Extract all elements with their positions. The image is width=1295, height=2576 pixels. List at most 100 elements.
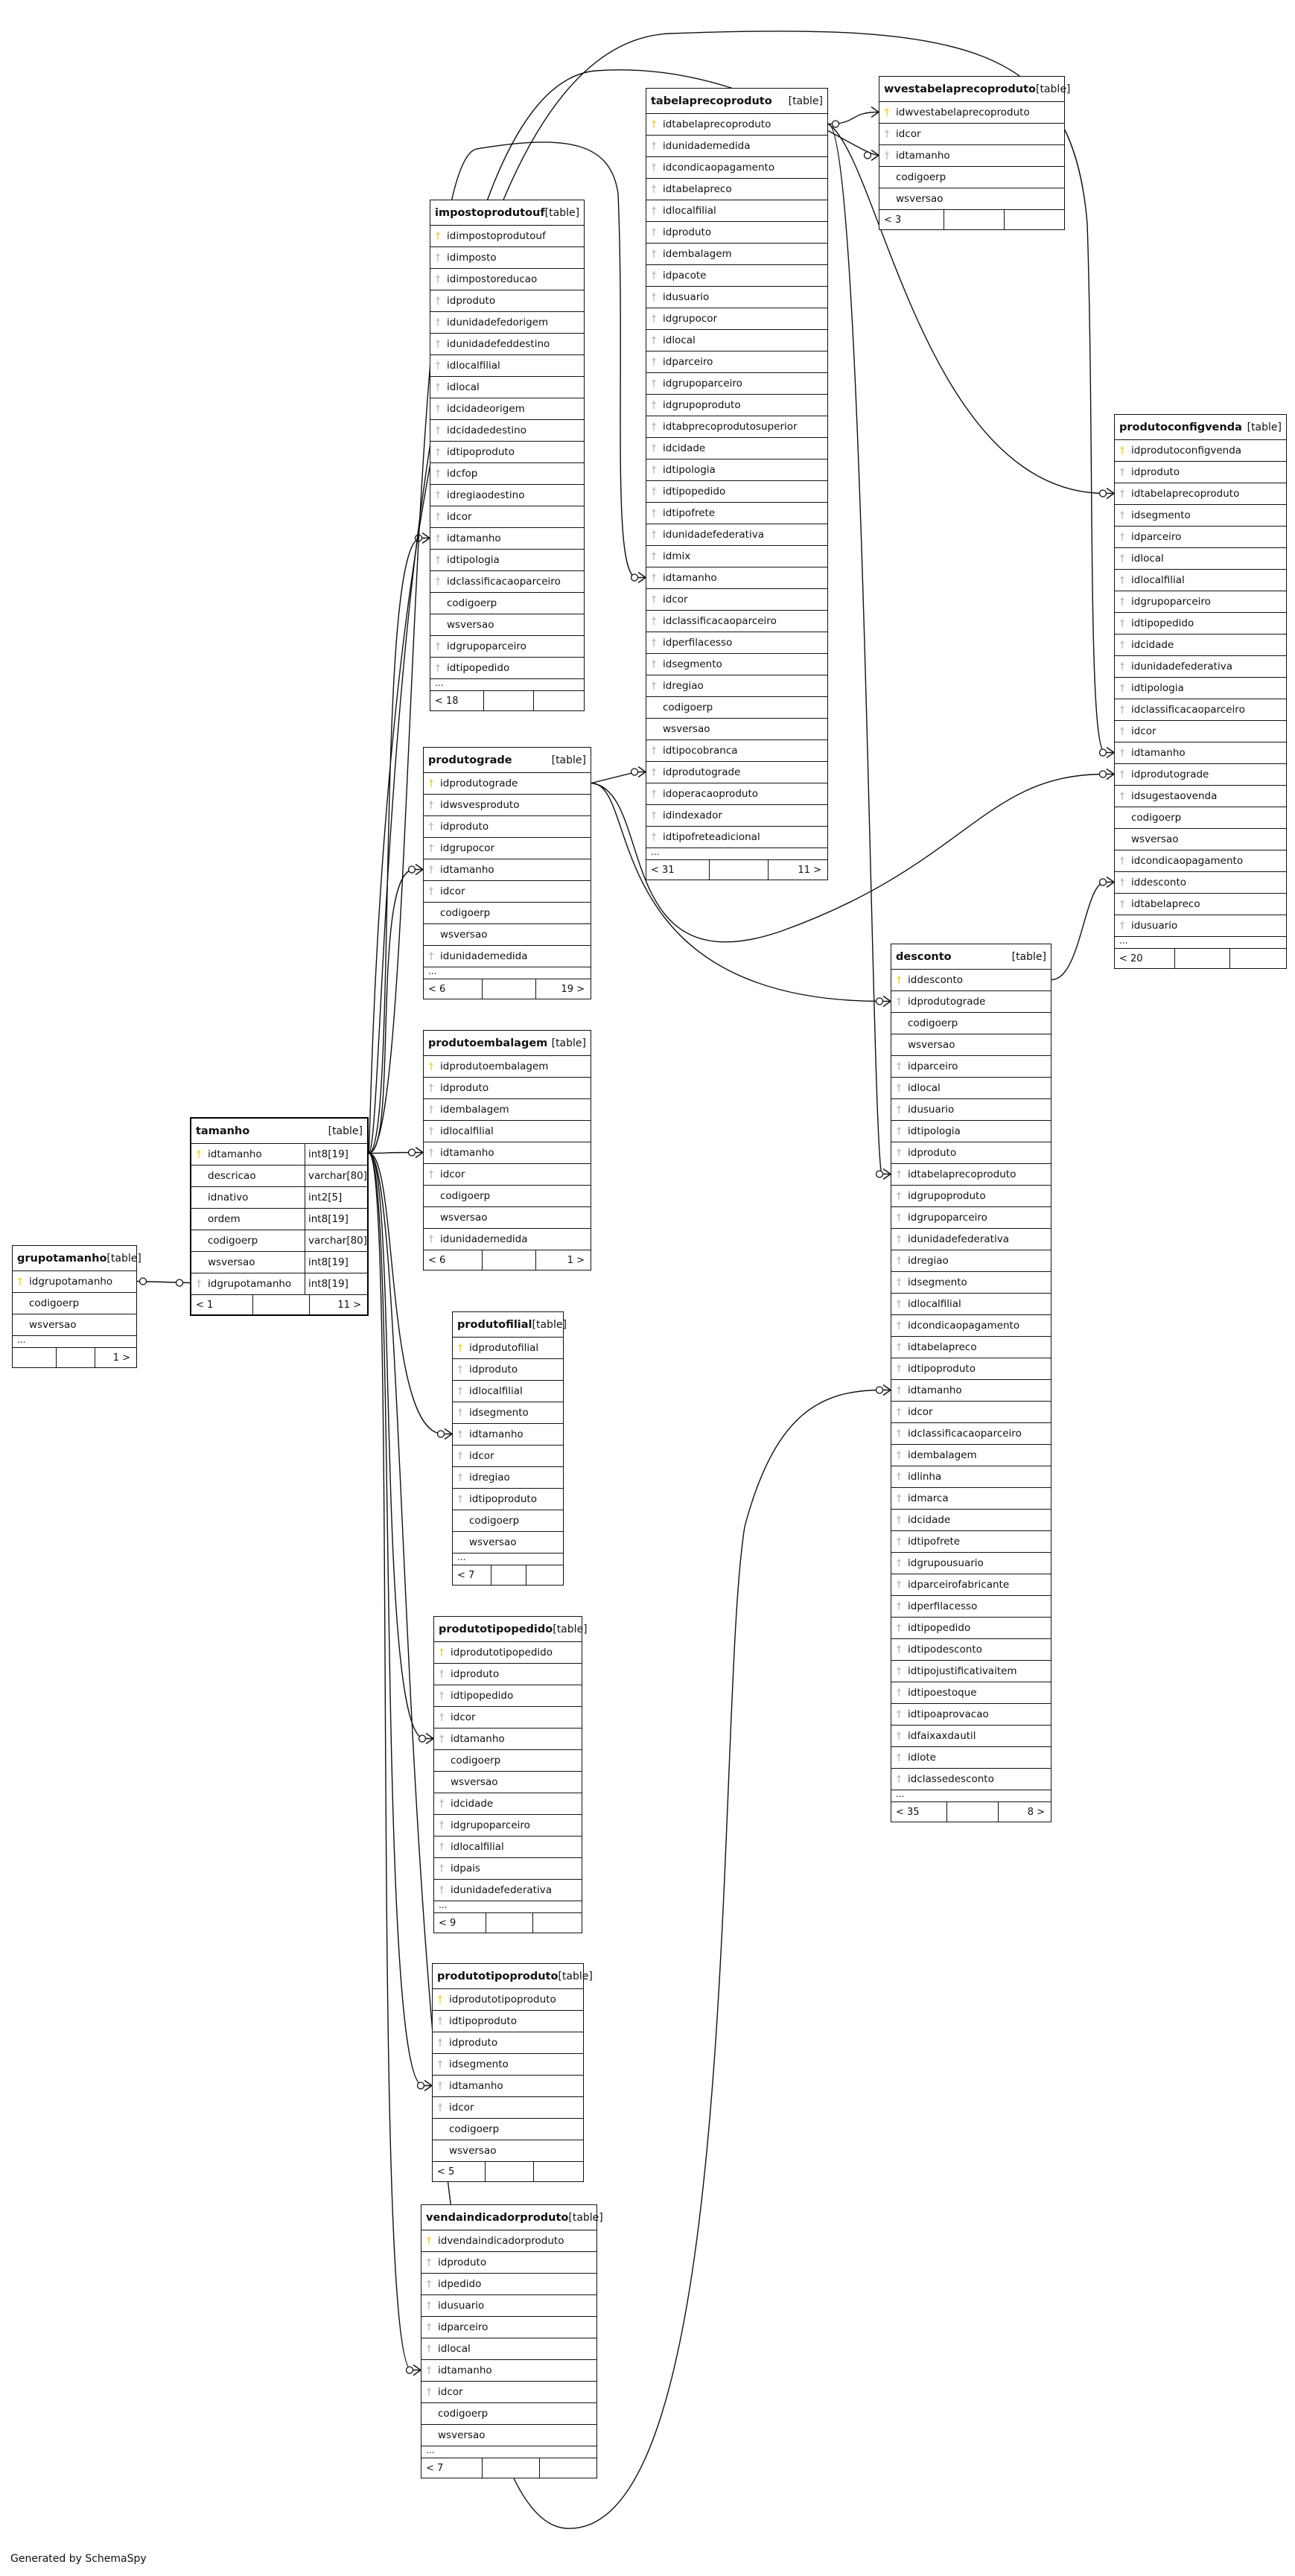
column-row[interactable]: †idusuario bbox=[421, 2295, 596, 2317]
table-name[interactable]: produtoconfigvenda bbox=[1119, 421, 1242, 433]
column-row[interactable]: †idtipoproduto bbox=[430, 442, 584, 463]
column-row[interactable]: †idtabelaprecoproduto bbox=[1115, 483, 1286, 505]
column-row[interactable]: †idlocalfilial bbox=[1115, 570, 1286, 591]
column-row[interactable]: †idtamanho bbox=[646, 567, 827, 589]
parents-count[interactable]: < 35 bbox=[896, 1806, 920, 1818]
column-row[interactable]: †idtabelaprecoproduto bbox=[891, 1164, 1051, 1186]
column-row[interactable]: †idfaixaxdautil bbox=[891, 1726, 1051, 1747]
column-row[interactable]: †idproduto bbox=[424, 1078, 591, 1099]
column-row[interactable]: wsversao bbox=[13, 1314, 136, 1336]
children-count[interactable] bbox=[534, 2162, 583, 2181]
column-row[interactable]: †idlocalfilial bbox=[646, 200, 827, 222]
column-row[interactable]: †idparceiro bbox=[421, 2317, 596, 2338]
table-name[interactable]: produtotipoproduto bbox=[437, 1970, 559, 1982]
column-row[interactable]: codigoerp bbox=[430, 593, 584, 614]
column-row[interactable]: codigoerp bbox=[424, 903, 591, 924]
children-count[interactable] bbox=[1230, 949, 1286, 968]
column-row[interactable]: †idcidade bbox=[891, 1510, 1051, 1531]
column-row[interactable]: †idtabelapreco bbox=[646, 179, 827, 200]
column-row[interactable]: †idcor bbox=[646, 589, 827, 611]
column-row[interactable]: †idclassificacaoparceiro bbox=[646, 611, 827, 632]
column-row[interactable]: †idgrupoproduto bbox=[646, 395, 827, 416]
table-name[interactable]: tamanho bbox=[196, 1125, 250, 1137]
column-row[interactable]: †idtipologia bbox=[646, 459, 827, 481]
column-row[interactable]: †idcor bbox=[433, 2097, 583, 2119]
parents-count[interactable]: < 6 bbox=[428, 1254, 446, 1266]
column-row[interactable]: †idembalagem bbox=[891, 1445, 1051, 1466]
column-row[interactable]: †idlocalfilial bbox=[891, 1294, 1051, 1315]
column-row[interactable]: codigoerp bbox=[1115, 807, 1286, 829]
children-count[interactable]: 11 > bbox=[337, 1299, 361, 1311]
column-row[interactable]: †idparceiro bbox=[646, 352, 827, 373]
column-row[interactable]: †idlocal bbox=[1115, 548, 1286, 570]
column-row[interactable]: †idsegmento bbox=[453, 1402, 563, 1424]
column-row[interactable]: †idperfilacesso bbox=[891, 1596, 1051, 1618]
column-row[interactable]: †idtipodesconto bbox=[891, 1639, 1051, 1661]
column-row[interactable]: wsversao bbox=[424, 1207, 591, 1229]
column-row[interactable]: †idgrupoparceiro bbox=[434, 1815, 582, 1836]
table-vendaindicadorproduto[interactable]: vendaindicadorproduto[table]†idvendaindi… bbox=[421, 2204, 603, 2478]
column-row[interactable]: †idcidade bbox=[646, 438, 827, 459]
column-row[interactable]: †idproduto bbox=[453, 1359, 563, 1381]
children-count[interactable] bbox=[1005, 210, 1065, 229]
column-row[interactable]: †idcondicaopagamento bbox=[646, 157, 827, 179]
column-row[interactable]: †idwsvesproduto bbox=[424, 795, 591, 816]
table-produtofilial[interactable]: produtofilial[table]†idprodutofilial†idp… bbox=[452, 1311, 567, 1586]
column-row[interactable]: †idtipologia bbox=[430, 550, 584, 571]
column-row[interactable]: wsversao bbox=[879, 188, 1064, 210]
column-row[interactable]: †idtabelapreco bbox=[891, 1337, 1051, 1358]
table-name[interactable]: produtotipopedido bbox=[439, 1623, 553, 1635]
column-row[interactable]: †idtamanho bbox=[430, 528, 584, 550]
column-row[interactable]: wsversao bbox=[453, 1532, 563, 1553]
column-row[interactable]: †idcor bbox=[424, 1164, 591, 1186]
column-row[interactable]: †idlocal bbox=[646, 330, 827, 352]
children-count[interactable]: 1 > bbox=[567, 1254, 585, 1266]
table-name[interactable]: tabelaprecoproduto bbox=[651, 95, 772, 107]
column-row[interactable]: †idprodutograde bbox=[424, 773, 591, 795]
column-row[interactable]: †idgrupocor bbox=[646, 308, 827, 330]
column-row[interactable]: †idlocalfilial bbox=[430, 355, 584, 377]
column-row[interactable]: †idgrupoproduto bbox=[891, 1186, 1051, 1207]
children-count[interactable] bbox=[534, 691, 584, 710]
parents-count[interactable]: < 9 bbox=[439, 1917, 456, 1929]
column-row[interactable]: †idtipologia bbox=[1115, 678, 1286, 699]
column-row[interactable]: †idunidadefederativa bbox=[434, 1880, 582, 1901]
column-row[interactable]: †idusuario bbox=[646, 287, 827, 308]
parents-count[interactable]: < 6 bbox=[428, 983, 446, 995]
column-row[interactable]: †idtamanho bbox=[421, 2360, 596, 2382]
column-row[interactable]: †idgrupousuario bbox=[891, 1553, 1051, 1574]
column-row[interactable]: †idtipofreteadicional bbox=[646, 827, 827, 848]
parents-count[interactable]: < 7 bbox=[426, 2462, 444, 2474]
parents-count[interactable]: < 1 bbox=[196, 1299, 214, 1311]
column-row[interactable]: †idproduto bbox=[430, 290, 584, 312]
parents-count[interactable] bbox=[13, 1348, 56, 1367]
column-row[interactable]: †idcidadedestino bbox=[430, 420, 584, 442]
column-row[interactable]: †iddesconto bbox=[1115, 872, 1286, 894]
parents-count[interactable]: < 20 bbox=[1119, 953, 1143, 964]
column-row[interactable]: †idcor bbox=[453, 1446, 563, 1467]
column-row[interactable]: †idlocal bbox=[421, 2338, 596, 2360]
column-row[interactable]: †idpedido bbox=[421, 2274, 596, 2295]
column-row[interactable]: †idtipopedido bbox=[891, 1618, 1051, 1639]
table-wvestabelaprecoproduto[interactable]: wvestabelaprecoproduto[table]†idwvestabe… bbox=[879, 76, 1070, 230]
column-row[interactable]: †idtabelaprecoproduto bbox=[646, 114, 827, 136]
parents-count[interactable]: < 18 bbox=[435, 695, 459, 707]
table-name[interactable]: produtofilial bbox=[457, 1318, 532, 1331]
column-row[interactable]: †idproduto bbox=[1115, 462, 1286, 483]
column-row[interactable]: †idproduto bbox=[434, 1664, 582, 1685]
table-tabelaprecoproduto[interactable]: tabelaprecoproduto[table]†idtabelaprecop… bbox=[646, 88, 828, 880]
column-row[interactable]: †idgrupotamanho bbox=[13, 1271, 136, 1293]
column-row[interactable]: †idprodutoconfigvenda bbox=[1115, 440, 1286, 462]
column-row[interactable]: †idregiao bbox=[453, 1467, 563, 1489]
column-row[interactable]: codigoerp bbox=[424, 1186, 591, 1207]
column-row[interactable]: †idtabelapreco bbox=[1115, 894, 1286, 915]
children-count[interactable]: 11 > bbox=[798, 864, 821, 876]
children-count[interactable]: 19 > bbox=[561, 983, 585, 995]
table-produtoconfigvenda[interactable]: produtoconfigvenda[table]†idprodutoconfi… bbox=[1114, 414, 1287, 969]
column-row[interactable]: †idsegmento bbox=[1115, 505, 1286, 527]
column-row[interactable]: †idcondicaopagamento bbox=[891, 1315, 1051, 1337]
column-row[interactable]: †idsegmento bbox=[433, 2054, 583, 2076]
column-row[interactable]: †idsugestaovenda bbox=[1115, 786, 1286, 807]
